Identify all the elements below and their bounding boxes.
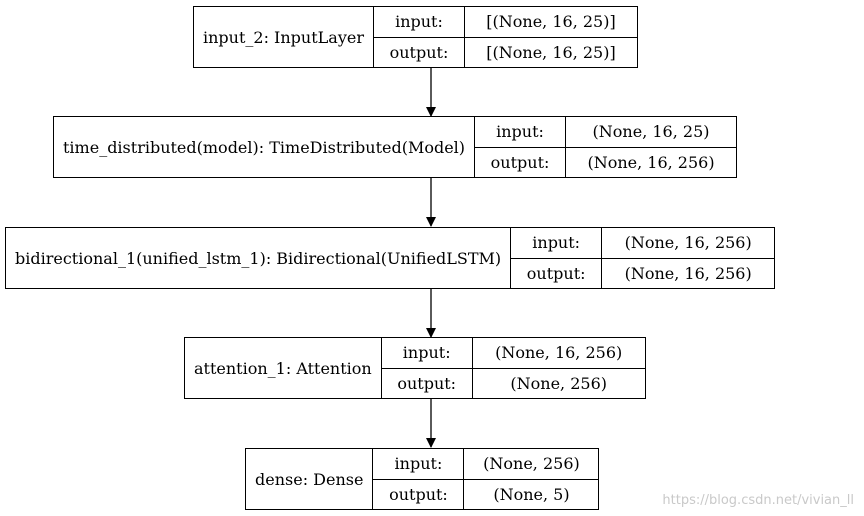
input-shape: (None, 16, 256) — [602, 228, 775, 259]
node-name: attention_1: Attention — [185, 338, 382, 398]
output-label: output: — [389, 484, 448, 504]
input-label: input: — [511, 228, 602, 259]
watermark: https://blog.csdn.net/vivian_ll — [662, 493, 854, 508]
node-name: dense: Dense — [246, 449, 374, 509]
node-io-labels: input: output: — [373, 7, 465, 67]
input-shape: (None, 16, 25) — [566, 117, 737, 148]
input-label: input: — [373, 449, 464, 480]
node-name: time_distributed(model): TimeDistributed… — [54, 117, 476, 177]
node-dense: dense: Dense input: output: (None, 256) … — [245, 448, 600, 510]
output-label: output: — [389, 42, 449, 62]
node-io-values: (None, 16, 25) (None, 16, 256) — [566, 117, 737, 177]
node-io-labels: input: output: — [373, 449, 465, 509]
output-shape: [(None, 16, 25)] — [486, 42, 616, 62]
node-io-values: [(None, 16, 25)] [(None, 16, 25)] — [464, 7, 637, 67]
input-label: input: — [475, 117, 566, 148]
input-shape: (None, 16, 256) — [472, 338, 645, 369]
output-shape: (None, 256) — [510, 373, 607, 393]
output-shape: (None, 5) — [493, 484, 570, 504]
input-label: input: — [381, 338, 472, 369]
node-name: bidirectional_1(unified_lstm_1): Bidirec… — [6, 228, 512, 288]
node-io-values: (None, 256) (None, 5) — [464, 449, 599, 509]
output-shape: (None, 16, 256) — [624, 263, 752, 283]
node-io-labels: input: output: — [381, 338, 473, 398]
node-input-layer: input_2: InputLayer input: output: [(Non… — [193, 6, 638, 68]
output-label: output: — [526, 263, 586, 283]
input-label: input: — [373, 7, 464, 38]
node-io-labels: input: output: — [475, 117, 567, 177]
node-io-values: (None, 16, 256) (None, 16, 256) — [602, 228, 775, 288]
node-io-values: (None, 16, 256) (None, 256) — [472, 338, 645, 398]
node-name: input_2: InputLayer — [194, 7, 374, 67]
node-attention: attention_1: Attention input: output: (N… — [184, 337, 646, 399]
node-io-labels: input: output: — [511, 228, 603, 288]
input-shape: [(None, 16, 25)] — [464, 7, 637, 38]
input-shape: (None, 256) — [464, 449, 599, 480]
node-bidirectional: bidirectional_1(unified_lstm_1): Bidirec… — [5, 227, 776, 289]
node-time-distributed: time_distributed(model): TimeDistributed… — [53, 116, 738, 178]
output-label: output: — [490, 152, 550, 172]
output-shape: (None, 16, 256) — [587, 152, 715, 172]
output-label: output: — [397, 373, 457, 393]
